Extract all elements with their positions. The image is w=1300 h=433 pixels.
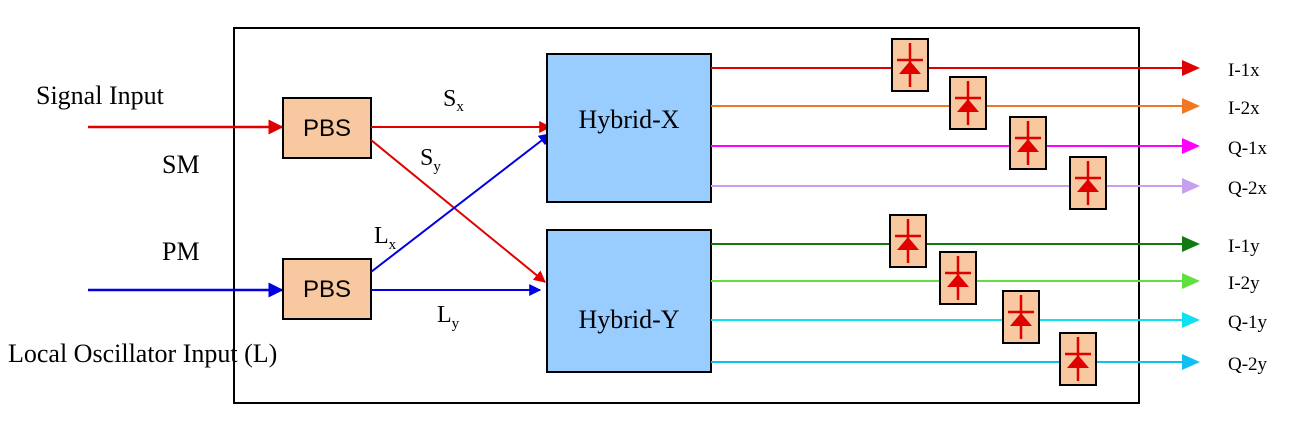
output-arrowhead — [1182, 138, 1200, 154]
pbs-bottom: PBS — [282, 258, 372, 320]
hybrid-x: Hybrid-X — [546, 53, 712, 203]
hybrid-y-label: Hybrid-Y — [578, 305, 679, 334]
output-label: Q-1x — [1228, 138, 1268, 159]
photodiode-icon — [949, 76, 987, 130]
output-branch-2: I-2x — [711, 76, 1260, 130]
photodiode-icon — [1002, 290, 1040, 344]
output-arrowhead — [1182, 273, 1200, 289]
photodiode-icon — [1059, 332, 1097, 386]
output-arrowhead — [1182, 236, 1200, 252]
output-label: Q-2y — [1228, 354, 1268, 375]
output-branch-8: Q-2y — [711, 332, 1268, 386]
local-oscillator-label: Local Oscillator Input (L) — [8, 339, 277, 368]
photodiode-icon — [1009, 116, 1047, 170]
hybrid-x-label: Hybrid-X — [578, 105, 679, 134]
output-label: I-1y — [1228, 236, 1260, 257]
pbs-top-label: PBS — [303, 115, 351, 142]
receiver-frame — [233, 27, 1140, 404]
photodiode-icon — [889, 214, 927, 268]
output-arrowhead — [1182, 60, 1200, 76]
outputs-layer: I-1xI-2xQ-1xQ-2xI-1yI-2yQ-1yQ-2y — [711, 38, 1268, 386]
ly-label: Ly — [437, 302, 460, 332]
output-arrowhead — [1182, 98, 1200, 114]
output-branch-3: Q-1x — [711, 116, 1268, 170]
output-branch-7: Q-1y — [711, 290, 1268, 344]
sy-path — [370, 139, 546, 283]
pbs-bottom-label: PBS — [303, 276, 351, 303]
lx-label: Lx — [374, 223, 397, 253]
pm-label: PM — [162, 237, 200, 266]
output-arrowhead — [1182, 312, 1200, 328]
pbs-top: PBS — [282, 97, 372, 159]
output-label: I-2y — [1228, 273, 1260, 294]
output-branch-4: Q-2x — [711, 156, 1268, 210]
output-label: Q-1y — [1228, 312, 1268, 333]
sm-label: SM — [162, 150, 200, 179]
output-arrowhead — [1182, 354, 1200, 370]
signal-input-label: Signal Input — [36, 81, 165, 110]
output-label: Q-2x — [1228, 178, 1268, 199]
sx-label: Sx — [443, 86, 464, 115]
output-branch-1: I-1x — [711, 38, 1260, 92]
output-branch-5: I-1y — [711, 214, 1260, 268]
photodiode-icon — [1069, 156, 1107, 210]
sy-label: Sy — [420, 145, 441, 175]
photodiode-icon — [939, 251, 977, 305]
output-branch-6: I-2y — [711, 251, 1260, 305]
output-label: I-2x — [1228, 98, 1260, 119]
photodiode-icon — [891, 38, 929, 92]
output-label: I-1x — [1228, 60, 1260, 81]
hybrid-y: Hybrid-Y — [546, 229, 712, 373]
lx-path — [370, 133, 551, 273]
output-arrowhead — [1182, 178, 1200, 194]
